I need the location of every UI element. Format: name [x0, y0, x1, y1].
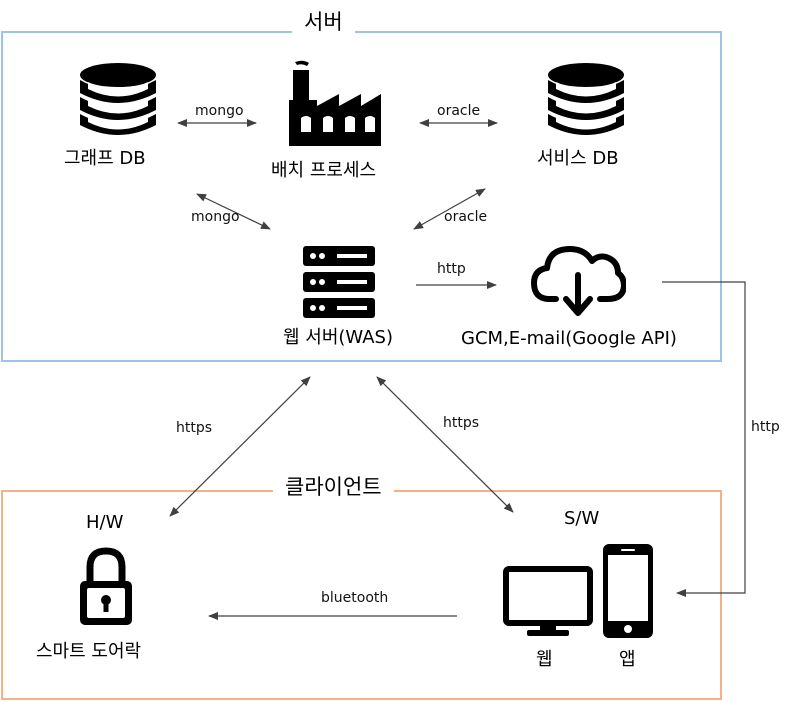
- edge-label-batch-service: oracle: [437, 103, 481, 119]
- edge-label-service-was: oracle: [444, 209, 488, 225]
- service-db-label: 서비스 DB: [537, 148, 619, 169]
- edge-service-was: [413, 188, 486, 230]
- server-rack-icon: [303, 246, 375, 318]
- web-label: 웹: [536, 649, 553, 670]
- database-icon: [548, 63, 624, 135]
- app-label: 앱: [619, 649, 636, 670]
- edge-label-sw-hw: bluetooth: [321, 590, 389, 606]
- smart-lock-label: 스마트 도어락: [36, 641, 142, 662]
- sw-label: S/W: [564, 508, 600, 529]
- cloud-download-icon: [531, 246, 626, 316]
- was-label: 웹 서버(WAS): [283, 327, 393, 348]
- edge-graph-was: [196, 193, 271, 230]
- server-group: [1, 31, 722, 362]
- edge-label-gcm-sw: http: [751, 419, 780, 435]
- batch-process-label: 배치 프로세스: [271, 160, 377, 181]
- edge-label-was-gcm: http: [437, 261, 466, 277]
- edge-label-graph-was: mongo: [191, 209, 240, 225]
- edge-was-hw: [169, 376, 311, 517]
- smartphone-icon: [603, 544, 653, 638]
- gcm-label: GCM,E-mail(Google API): [461, 328, 677, 349]
- edge-label-graph-batch: mongo: [195, 103, 244, 119]
- edge-was-sw: [376, 376, 514, 513]
- hw-label: H/W: [86, 512, 124, 533]
- factory-icon: [289, 60, 381, 146]
- edge-label-was-hw: https: [176, 420, 213, 436]
- lock-icon: [80, 547, 132, 625]
- database-icon: [80, 63, 156, 135]
- monitor-icon: [503, 566, 593, 636]
- server-title: 서버: [292, 10, 355, 34]
- graph-db-label: 그래프 DB: [64, 148, 146, 169]
- edge-label-was-sw: https: [443, 415, 480, 431]
- edge-gcm-sw: [662, 281, 746, 597]
